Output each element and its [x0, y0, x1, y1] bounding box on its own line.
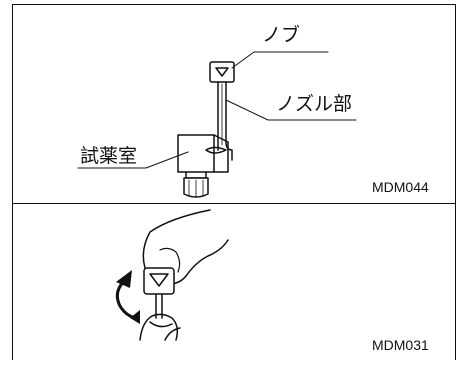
knob-leader: [231, 51, 329, 69]
knob-shape: [209, 61, 235, 83]
figure-code-bottom: MDM031: [372, 337, 429, 353]
chamber-side: [213, 134, 229, 173]
held-knob: [143, 267, 175, 295]
figure-code-top: MDM044: [372, 179, 429, 195]
nozzle-right-edge: [225, 81, 233, 161]
nozzle-leader: [225, 99, 357, 121]
label-nozzle: ノズル部: [276, 93, 353, 115]
lower-hand: [139, 313, 179, 341]
chamber-connector: [205, 146, 227, 154]
cap-neck: [185, 171, 207, 179]
reagent-device-drawing: [177, 61, 235, 198]
label-knob: ノブ: [262, 24, 301, 46]
panel-divider: [12, 203, 456, 204]
label-reagent-chamber: 試薬室: [80, 145, 138, 167]
rotation-arrow: [115, 276, 138, 320]
hand-twist-drawing: [115, 209, 229, 341]
rotation-arrow-head: [116, 270, 132, 288]
knob-funnel: [215, 67, 229, 77]
chamber-leader: [77, 151, 189, 169]
figure-frame: [12, 4, 456, 360]
